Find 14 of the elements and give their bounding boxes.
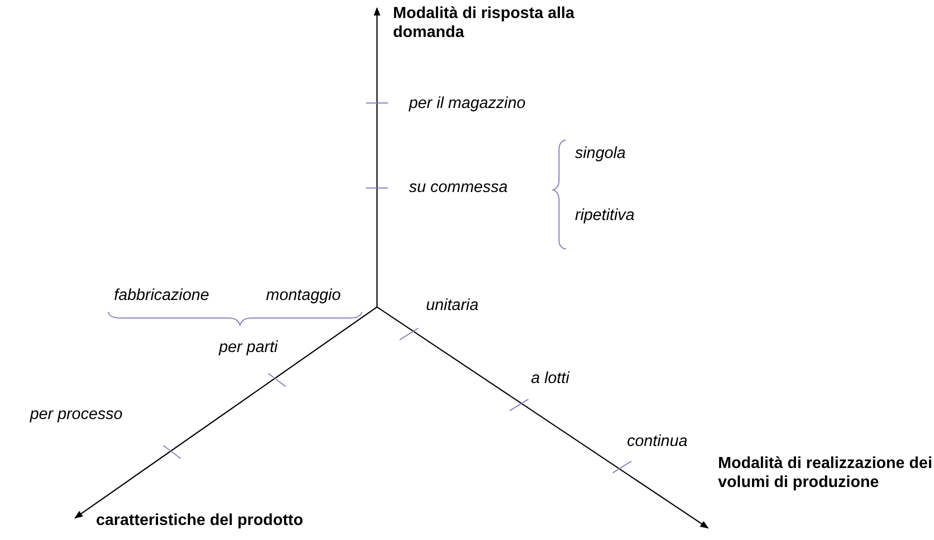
tick-label: singola [575,144,626,163]
tick-label: continua [627,432,688,451]
tick-label: fabbricazione [114,286,210,305]
tick-label: per il magazzino [409,94,526,113]
axis-title: Modalità di realizzazione dei volumi di produzione [718,454,934,492]
tick-label: unitaria [426,296,478,315]
tick-label: per processo [30,405,122,424]
axis-title: caratteristiche del prodotto [96,511,304,530]
axis-title: Modalità di risposta alla domanda [393,4,576,42]
tick-label: per parti [219,338,278,357]
tick-label: su commessa [409,178,508,197]
tick-label: montaggio [266,286,341,305]
tick-label: ripetitiva [575,206,635,225]
tick-label: a lotti [531,369,570,388]
